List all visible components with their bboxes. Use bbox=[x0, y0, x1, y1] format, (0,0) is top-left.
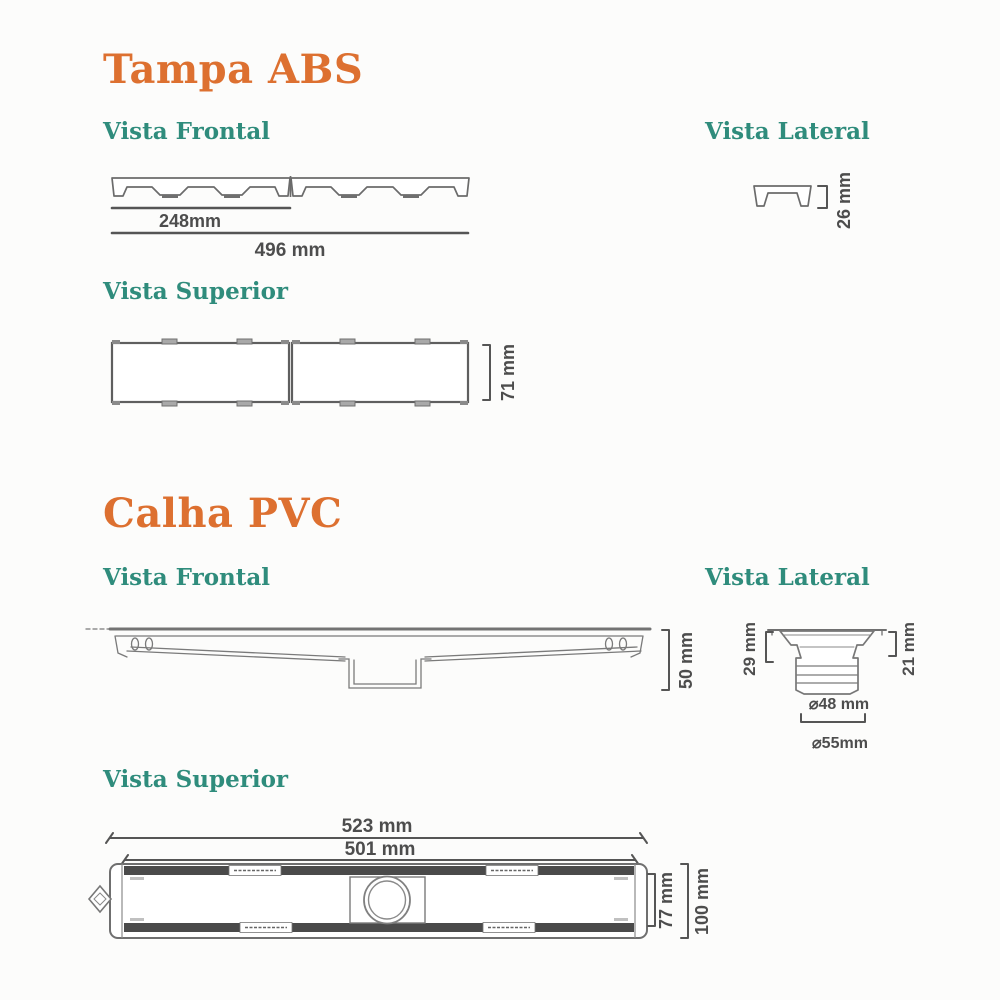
calha-frontal-drawing bbox=[85, 627, 652, 689]
calha-superior-body bbox=[87, 863, 648, 939]
calha-superior-width-brackets bbox=[647, 863, 689, 939]
tampa-frontal-profile bbox=[111, 176, 470, 197]
calha-superior-dim-100: 100 mm bbox=[692, 868, 712, 936]
calha-frontal-dim-50: 50 mm bbox=[676, 632, 696, 690]
calha-lateral-drawing bbox=[765, 629, 897, 723]
calha-superior-dim-523: 523 mm bbox=[341, 816, 413, 837]
calha-lateral-dim-55: ⌀55mm bbox=[812, 735, 868, 752]
tampa-lateral-profile bbox=[753, 185, 812, 207]
tampa-superior-dim-71: 71 mm bbox=[498, 344, 518, 402]
calha-lateral-dim-21: 21 mm bbox=[899, 622, 918, 676]
calha-superior-view-label: Vista Superior bbox=[103, 766, 289, 793]
tampa-superior-tabs bbox=[161, 338, 431, 407]
calha-lateral-dim-48: ⌀48 mm bbox=[808, 696, 870, 713]
tampa-superior-dim-bracket bbox=[482, 344, 491, 401]
section-title-calha-pvc: Calha PVC bbox=[103, 490, 343, 537]
calha-superior-dim-501: 501 mm bbox=[344, 839, 416, 860]
tampa-superior-corner-nubs bbox=[112, 340, 468, 405]
tampa-frontal-dimension-lines bbox=[110, 206, 470, 235]
tampa-superior-panels bbox=[110, 341, 470, 404]
tampa-lateral-dim-bracket bbox=[817, 185, 828, 209]
tampa-frontal-dim-248: 248mm bbox=[158, 211, 222, 231]
tampa-frontal-profile-feet bbox=[162, 195, 419, 198]
section-title-tampa-abs: Tampa ABS bbox=[103, 46, 364, 93]
calha-lateral-dim-29: 29 mm bbox=[740, 622, 759, 676]
tampa-lateral-dim-26: 26 mm bbox=[834, 172, 854, 230]
tampa-frontal-view-label: Vista Frontal bbox=[103, 118, 271, 145]
calha-frontal-view-label: Vista Frontal bbox=[103, 564, 271, 591]
calha-frontal-dim-bracket bbox=[661, 629, 670, 691]
calha-superior-dimension-lines bbox=[105, 832, 648, 866]
tampa-frontal-dim-496: 496 mm bbox=[254, 240, 326, 261]
tampa-lateral-view-label: Vista Lateral bbox=[705, 118, 870, 145]
calha-superior-dim-77: 77 mm bbox=[656, 872, 676, 930]
tampa-superior-view-label: Vista Superior bbox=[103, 278, 289, 305]
calha-lateral-view-label: Vista Lateral bbox=[705, 564, 870, 591]
